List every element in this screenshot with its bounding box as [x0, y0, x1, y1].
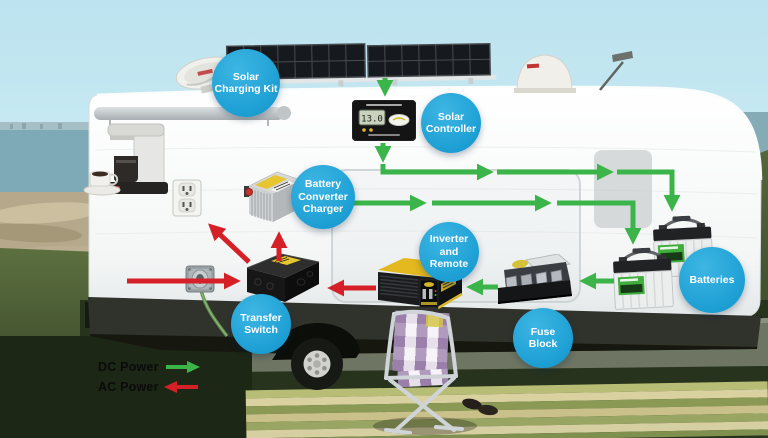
label-battery-converter-charger: Battery Converter Charger [291, 165, 355, 229]
striped-mat [245, 381, 768, 438]
dc-arrow-icon [166, 360, 200, 373]
label-text: Battery Converter Charger [298, 178, 348, 216]
label-text: Solar Charging Kit [214, 70, 278, 95]
label-text: Fuse Block [528, 325, 558, 350]
shore-power-inlet [185, 263, 215, 295]
tv-antenna-icon [599, 51, 633, 91]
power-outlet [172, 179, 202, 217]
battery-2 [608, 246, 677, 313]
legend-dc-row: DC Power [98, 358, 200, 375]
legend-ac-label: AC Power [98, 379, 159, 394]
label-transfer-switch: Transfer Switch [231, 294, 291, 354]
legend-ac-row: AC Power [98, 378, 200, 395]
dome-antenna-icon [514, 54, 576, 93]
solar-controller-device: 13.0 [352, 100, 416, 141]
fuse-block-device [496, 254, 574, 306]
wheel [272, 322, 360, 390]
label-text: Transfer Switch [240, 311, 282, 336]
label-solar-controller: Solar Controller [421, 93, 481, 153]
legend: DC Power AC Power [98, 358, 200, 398]
label-inverter-and-remote: Inverter and Remote [419, 222, 479, 282]
label-text: Inverter and Remote [429, 233, 469, 271]
chair-frame [384, 309, 464, 434]
label-solar-charging-kit: Solar Charging Kit [212, 49, 280, 117]
coffee-maker [104, 120, 170, 198]
controller-lcd-value: 13.0 [361, 115, 383, 125]
label-text: Batteries [689, 273, 735, 286]
transfer-switch-device [245, 252, 321, 302]
ac-arrow-icon [164, 380, 198, 393]
label-text: Solar Controller [425, 110, 477, 135]
shore-power-cord [199, 289, 229, 338]
lawn-chair [368, 306, 472, 434]
label-batteries: Batteries [679, 247, 745, 313]
sandals [462, 398, 498, 416]
coffee-cup [82, 166, 122, 196]
label-fuse-block: Fuse Block [513, 308, 573, 368]
legend-dc-label: DC Power [98, 359, 159, 374]
battery-converter-charger-device [243, 166, 303, 224]
